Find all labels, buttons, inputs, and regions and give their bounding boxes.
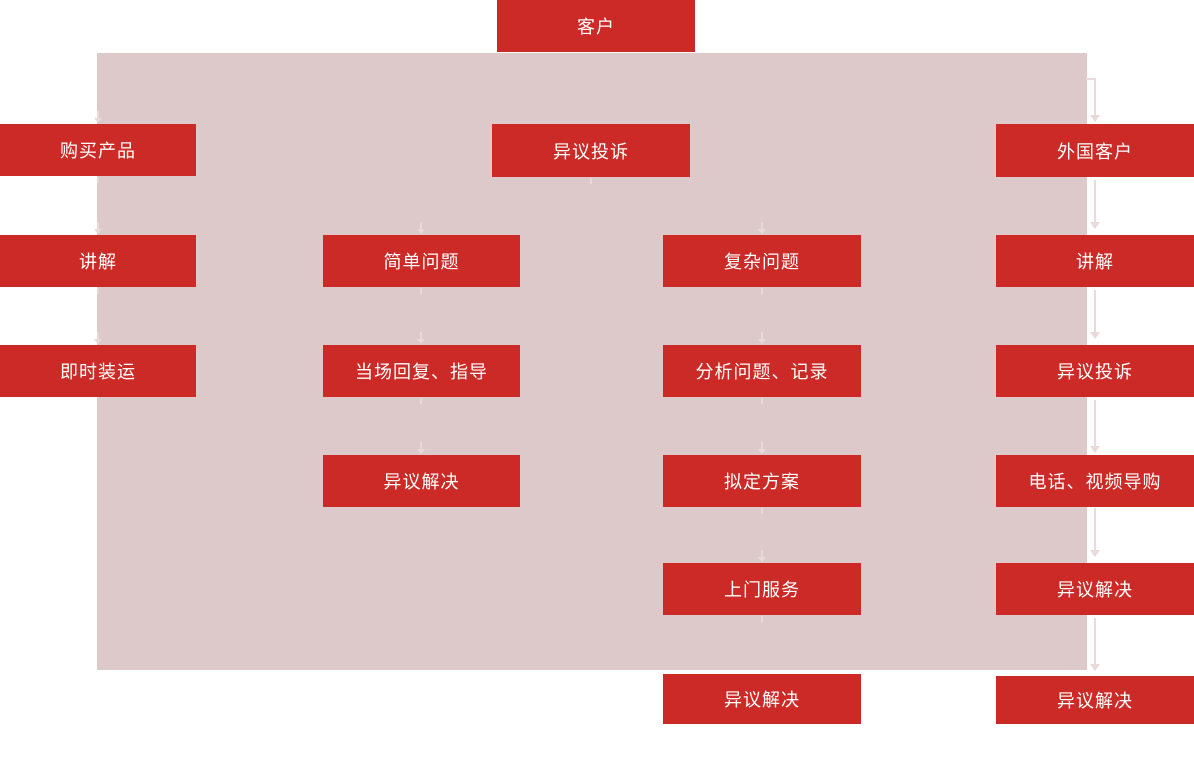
stub-out-buy-product: [97, 177, 99, 183]
stub-out-onsite-reply-guidance: [420, 398, 422, 404]
arrow-foreign-customer-to-explain: [1090, 180, 1100, 229]
arrow-phone-video-guide-to-objection-resolved: [1090, 508, 1100, 557]
node-objection-complaint-right: 异议投诉: [996, 345, 1194, 397]
stub-out-draft-plan: [761, 508, 763, 514]
stub-in-onsite-reply-guidance: [417, 332, 425, 344]
stub-in-objection-resolved-middle-left: [417, 442, 425, 454]
node-simple-problem: 简单问题: [323, 235, 520, 287]
node-analyze-record: 分析问题、记录: [663, 345, 861, 397]
node-objection-resolved-middle-right: 异议解决: [663, 674, 861, 724]
stub-out-door-to-door-service: [761, 616, 763, 622]
stub-in-buy-product: [94, 111, 102, 123]
node-explain-right: 讲解: [996, 235, 1194, 287]
stub-out-objection-complaint-center: [590, 178, 592, 184]
node-immediate-shipment: 即时装运: [0, 345, 196, 397]
node-objection-resolved-middle-left: 异议解决: [323, 455, 520, 507]
arrow-panel-to-foreign-customer: [1090, 78, 1100, 122]
arrow-objection-resolved-to-objection-resolved: [1090, 618, 1100, 671]
node-foreign-customer: 外国客户: [996, 124, 1194, 177]
node-objection-complaint-center: 异议投诉: [492, 124, 690, 177]
stub-in-door-to-door-service: [758, 550, 766, 562]
node-explain-left: 讲解: [0, 235, 196, 287]
stub-in-simple-problem: [417, 222, 425, 234]
node-buy-product: 购买产品: [0, 124, 196, 176]
node-draft-plan: 拟定方案: [663, 455, 861, 507]
node-objection-resolved-right-1: 异议解决: [996, 563, 1194, 615]
stub-in-complex-problem: [758, 222, 766, 234]
node-door-to-door-service: 上门服务: [663, 563, 861, 615]
stub-out-simple-problem: [420, 288, 422, 294]
stub-in-immediate-shipment: [94, 332, 102, 344]
arrow-explain-to-objection-complaint: [1090, 290, 1100, 339]
arrow-panel-to-foreign-customer-elbow: [1086, 78, 1096, 80]
stub-out-complex-problem: [761, 288, 763, 294]
node-complex-problem: 复杂问题: [663, 235, 861, 287]
node-customer: 客户: [497, 0, 695, 52]
stub-out-explain-left: [97, 288, 99, 294]
node-phone-video-guide: 电话、视频导购: [996, 455, 1194, 507]
stub-in-analyze-record: [758, 332, 766, 344]
stub-in-draft-plan: [758, 442, 766, 454]
node-objection-resolved-right-2: 异议解决: [996, 676, 1194, 724]
node-onsite-reply-guidance: 当场回复、指导: [323, 345, 520, 397]
stub-out-analyze-record: [761, 398, 763, 404]
stub-in-explain-left: [94, 222, 102, 234]
arrow-objection-complaint-to-phone-video-guide: [1090, 400, 1100, 453]
